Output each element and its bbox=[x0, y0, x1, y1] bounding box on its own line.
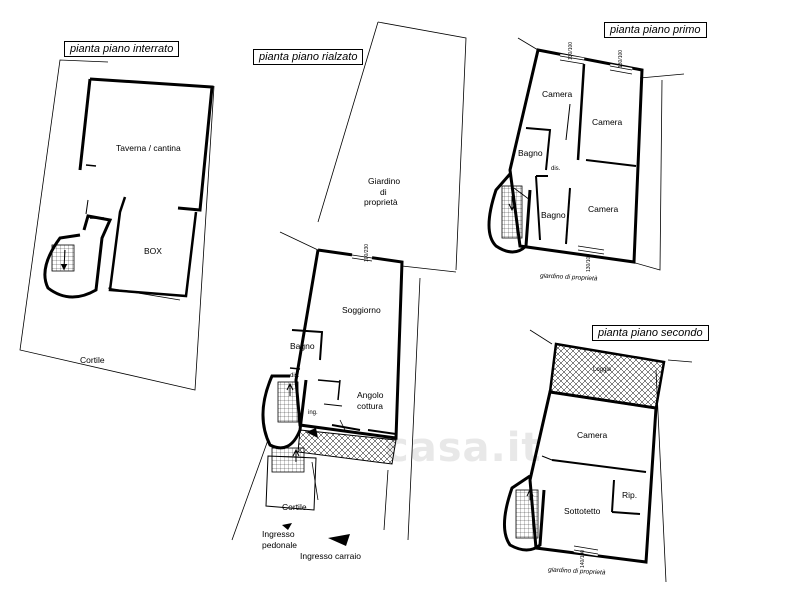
room-camera-second: Camera bbox=[577, 430, 608, 440]
first-plan bbox=[487, 37, 685, 271]
room-soggiorno: Soggiorno bbox=[342, 305, 381, 315]
title-raised: pianta piano rialzato bbox=[253, 49, 364, 65]
area-cortile-basement: Cortile bbox=[80, 355, 105, 365]
garden-label-2: di bbox=[380, 187, 387, 197]
dim-second: 140/100 bbox=[580, 549, 586, 568]
title-second: pianta piano secondo bbox=[592, 325, 709, 341]
dim-first-3: 130/100 bbox=[586, 253, 592, 272]
room-loggia: Loggia bbox=[593, 367, 612, 373]
room-camera-1: Camera bbox=[542, 89, 573, 99]
room-bagno-raised: Bagno bbox=[290, 341, 315, 351]
entry-pedestrian-2: pedonale bbox=[262, 540, 297, 550]
room-camera-3: Camera bbox=[588, 204, 619, 214]
dim-first-1: 130/100 bbox=[568, 41, 574, 60]
dim-raised: 100/230 bbox=[364, 243, 370, 262]
room-sottotetto: Sottotetto bbox=[564, 506, 601, 516]
room-angolo-2: cottura bbox=[357, 401, 383, 411]
room-angolo-1: Angolo bbox=[357, 390, 384, 400]
watermark: casa.it bbox=[385, 425, 542, 471]
room-bagno-2: Bagno bbox=[541, 210, 566, 220]
entry-vehicle: Ingresso carraio bbox=[300, 551, 361, 561]
room-bagno-1: Bagno bbox=[518, 148, 543, 158]
room-ing: ing. bbox=[308, 410, 318, 416]
area-cortile-raised: Cortile bbox=[282, 502, 307, 512]
raised-plan bbox=[231, 21, 467, 546]
room-taverna: Taverna / cantina bbox=[116, 143, 181, 153]
title-first: pianta piano primo bbox=[604, 22, 707, 38]
room-box: BOX bbox=[144, 246, 162, 256]
second-plan bbox=[503, 329, 693, 583]
garden-label-1: Giardino bbox=[368, 176, 401, 186]
title-basement: pianta piano interrato bbox=[64, 41, 180, 57]
basement-plan bbox=[19, 59, 215, 391]
entry-pedestrian-1: Ingresso bbox=[262, 529, 295, 539]
garden-label-3: proprietà bbox=[364, 197, 398, 207]
room-dis-raised: dis. bbox=[290, 373, 300, 379]
room-camera-2: Camera bbox=[592, 117, 623, 127]
room-rip: Rip. bbox=[622, 490, 638, 500]
room-dis-first: dis. bbox=[551, 166, 561, 172]
dim-first-2: 130/100 bbox=[618, 49, 624, 68]
